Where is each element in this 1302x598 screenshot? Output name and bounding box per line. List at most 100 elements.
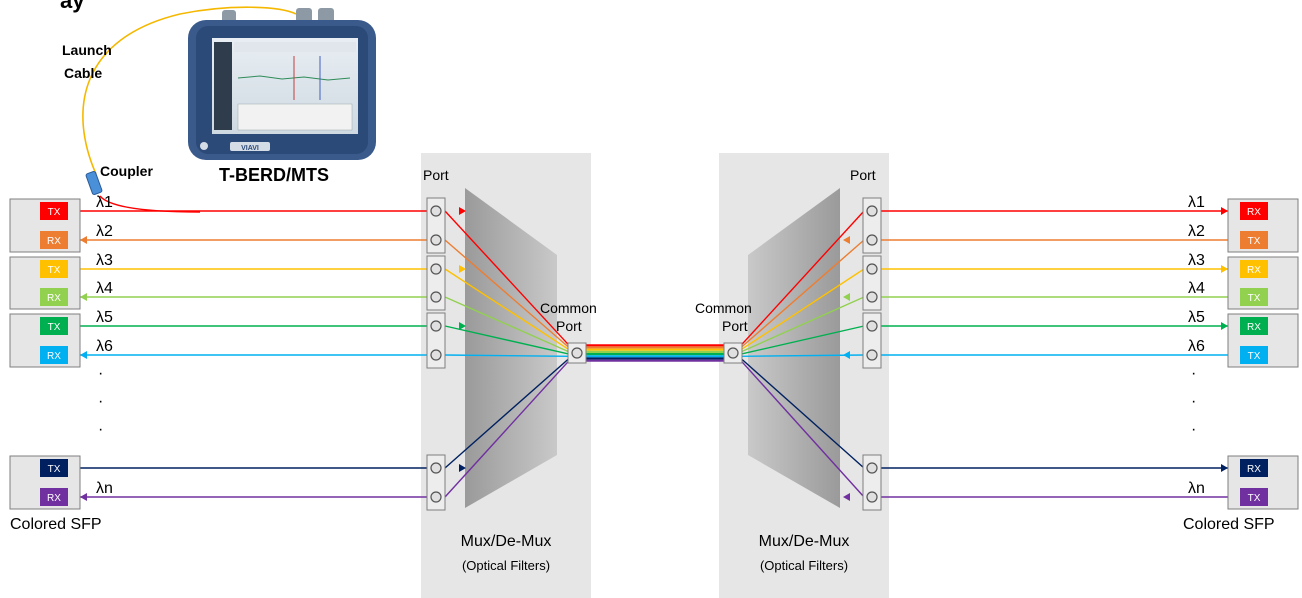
left-sfp-chip-label: TX (48, 265, 61, 276)
left-sfp-chip-label: TX (48, 322, 61, 333)
left-sfp-chip-label: TX (48, 464, 61, 475)
right-sfp-label: Colored SFP (1183, 516, 1275, 533)
left-sfp-chip-label: RX (47, 351, 61, 362)
right-lambda-label: λ3 (1188, 252, 1205, 269)
right-sfp-chip (1240, 459, 1268, 477)
left-lambda-label: λ6 (96, 338, 113, 355)
fiber-left-mux (444, 239, 570, 349)
left-lambda-label: λ3 (96, 252, 113, 269)
fiber-lines (80, 207, 1228, 501)
right-mux-filter (748, 188, 840, 508)
left-sfp-chip (40, 317, 68, 335)
left-sfp-chip (40, 346, 68, 364)
fiber-left-mux (444, 296, 570, 353)
left-sfp-chip (40, 288, 68, 306)
left-common-label-1: Common (540, 300, 597, 316)
left-mux-filter (465, 188, 557, 508)
right-sfp-chip-label: TX (1248, 493, 1261, 504)
svg-text:·: · (1191, 393, 1196, 410)
arrow-head (1221, 265, 1228, 273)
port-connector (430, 491, 442, 503)
left-mux-label: Mux/De-Mux (461, 533, 552, 550)
left-lambda-label: λ2 (96, 223, 113, 240)
svg-text:·: · (98, 393, 103, 410)
left-sfp-chip (40, 260, 68, 278)
arrow-head (843, 493, 850, 501)
port-connectors (426, 197, 882, 511)
right-lambda-label: λn (1188, 480, 1205, 497)
launch-path-red (99, 195, 201, 213)
right-sfp-chip-label: RX (1247, 322, 1261, 333)
port-connector (866, 263, 878, 275)
left-lambda-label: λn (96, 480, 113, 497)
right-sfp-chip-label: TX (1248, 293, 1261, 304)
port-connector (866, 291, 878, 303)
tberd-device: VIAVI (188, 8, 376, 160)
fiber-left-mux (444, 210, 570, 346)
fiber-left-mux (444, 325, 570, 355)
right-sfp-chip (1240, 317, 1268, 335)
arrow-head (459, 464, 466, 472)
port-connector (430, 234, 442, 246)
left-sfp-chip-label: RX (47, 493, 61, 504)
left-sfp-chip-label: RX (47, 236, 61, 247)
left-sfp-chip-label: TX (48, 207, 61, 218)
right-lambda-label: λ4 (1188, 280, 1205, 297)
fiber-right-mux (740, 296, 865, 353)
port-connector (866, 491, 878, 503)
right-lambda-label: λ5 (1188, 309, 1205, 326)
left-common-label-2: Port (556, 318, 582, 334)
right-sfp-chip-label: RX (1247, 265, 1261, 276)
port-connector (430, 291, 442, 303)
arrow-head (80, 351, 87, 359)
fiber-right-mux (740, 360, 865, 498)
right-sfp-chip (1240, 288, 1268, 306)
arrow-head (459, 265, 466, 273)
port-connector (866, 462, 878, 474)
right-common-label-1: Common (695, 300, 752, 316)
arrow-head (80, 236, 87, 244)
launch-cable (82, 6, 297, 175)
right-sfp-chip-label: RX (1247, 207, 1261, 218)
left-sfp-chip (40, 459, 68, 477)
launch-cable-label-2: Cable (64, 65, 102, 81)
arrow-head (843, 351, 850, 359)
right-port-label: Port (850, 167, 876, 183)
arrow-head (843, 236, 850, 244)
fiber-right-mux (740, 325, 865, 355)
arrow-head (80, 493, 87, 501)
left-port-label: Port (423, 167, 449, 183)
right-lambda-label: λ2 (1188, 223, 1205, 240)
port-connector (866, 205, 878, 217)
arrow-head (843, 293, 850, 301)
svg-text:·: · (98, 421, 103, 438)
port-connector (866, 234, 878, 246)
fiber-left-mux (444, 357, 570, 469)
fiber-right-mux (740, 357, 865, 469)
left-sfp-chip-label: RX (47, 293, 61, 304)
arrow-head (1221, 322, 1228, 330)
left-lambda-label: λ4 (96, 280, 113, 297)
left-sfp-chip (40, 488, 68, 506)
page-title: ay (60, 0, 85, 13)
common-port-connector (571, 347, 583, 359)
right-common-label-2: Port (722, 318, 748, 334)
right-sfp-chip-label: RX (1247, 464, 1261, 475)
right-lambda-label: λ1 (1188, 194, 1205, 211)
arrow-head (459, 207, 466, 215)
svg-text:·: · (1191, 421, 1196, 438)
right-mux-sublabel: (Optical Filters) (760, 558, 848, 573)
fiber-right-mux (740, 239, 865, 349)
arrow-head (459, 322, 466, 330)
right-sfp-chip (1240, 488, 1268, 506)
svg-text:·: · (1191, 365, 1196, 382)
coupler-label: Coupler (100, 163, 153, 179)
port-connector (430, 263, 442, 275)
arrow-head (1221, 464, 1228, 472)
right-lambda-label: λ6 (1188, 338, 1205, 355)
right-mux-label: Mux/De-Mux (759, 533, 850, 550)
left-ellipsis: · · · (98, 365, 103, 438)
fiber-left-mux (444, 354, 570, 357)
